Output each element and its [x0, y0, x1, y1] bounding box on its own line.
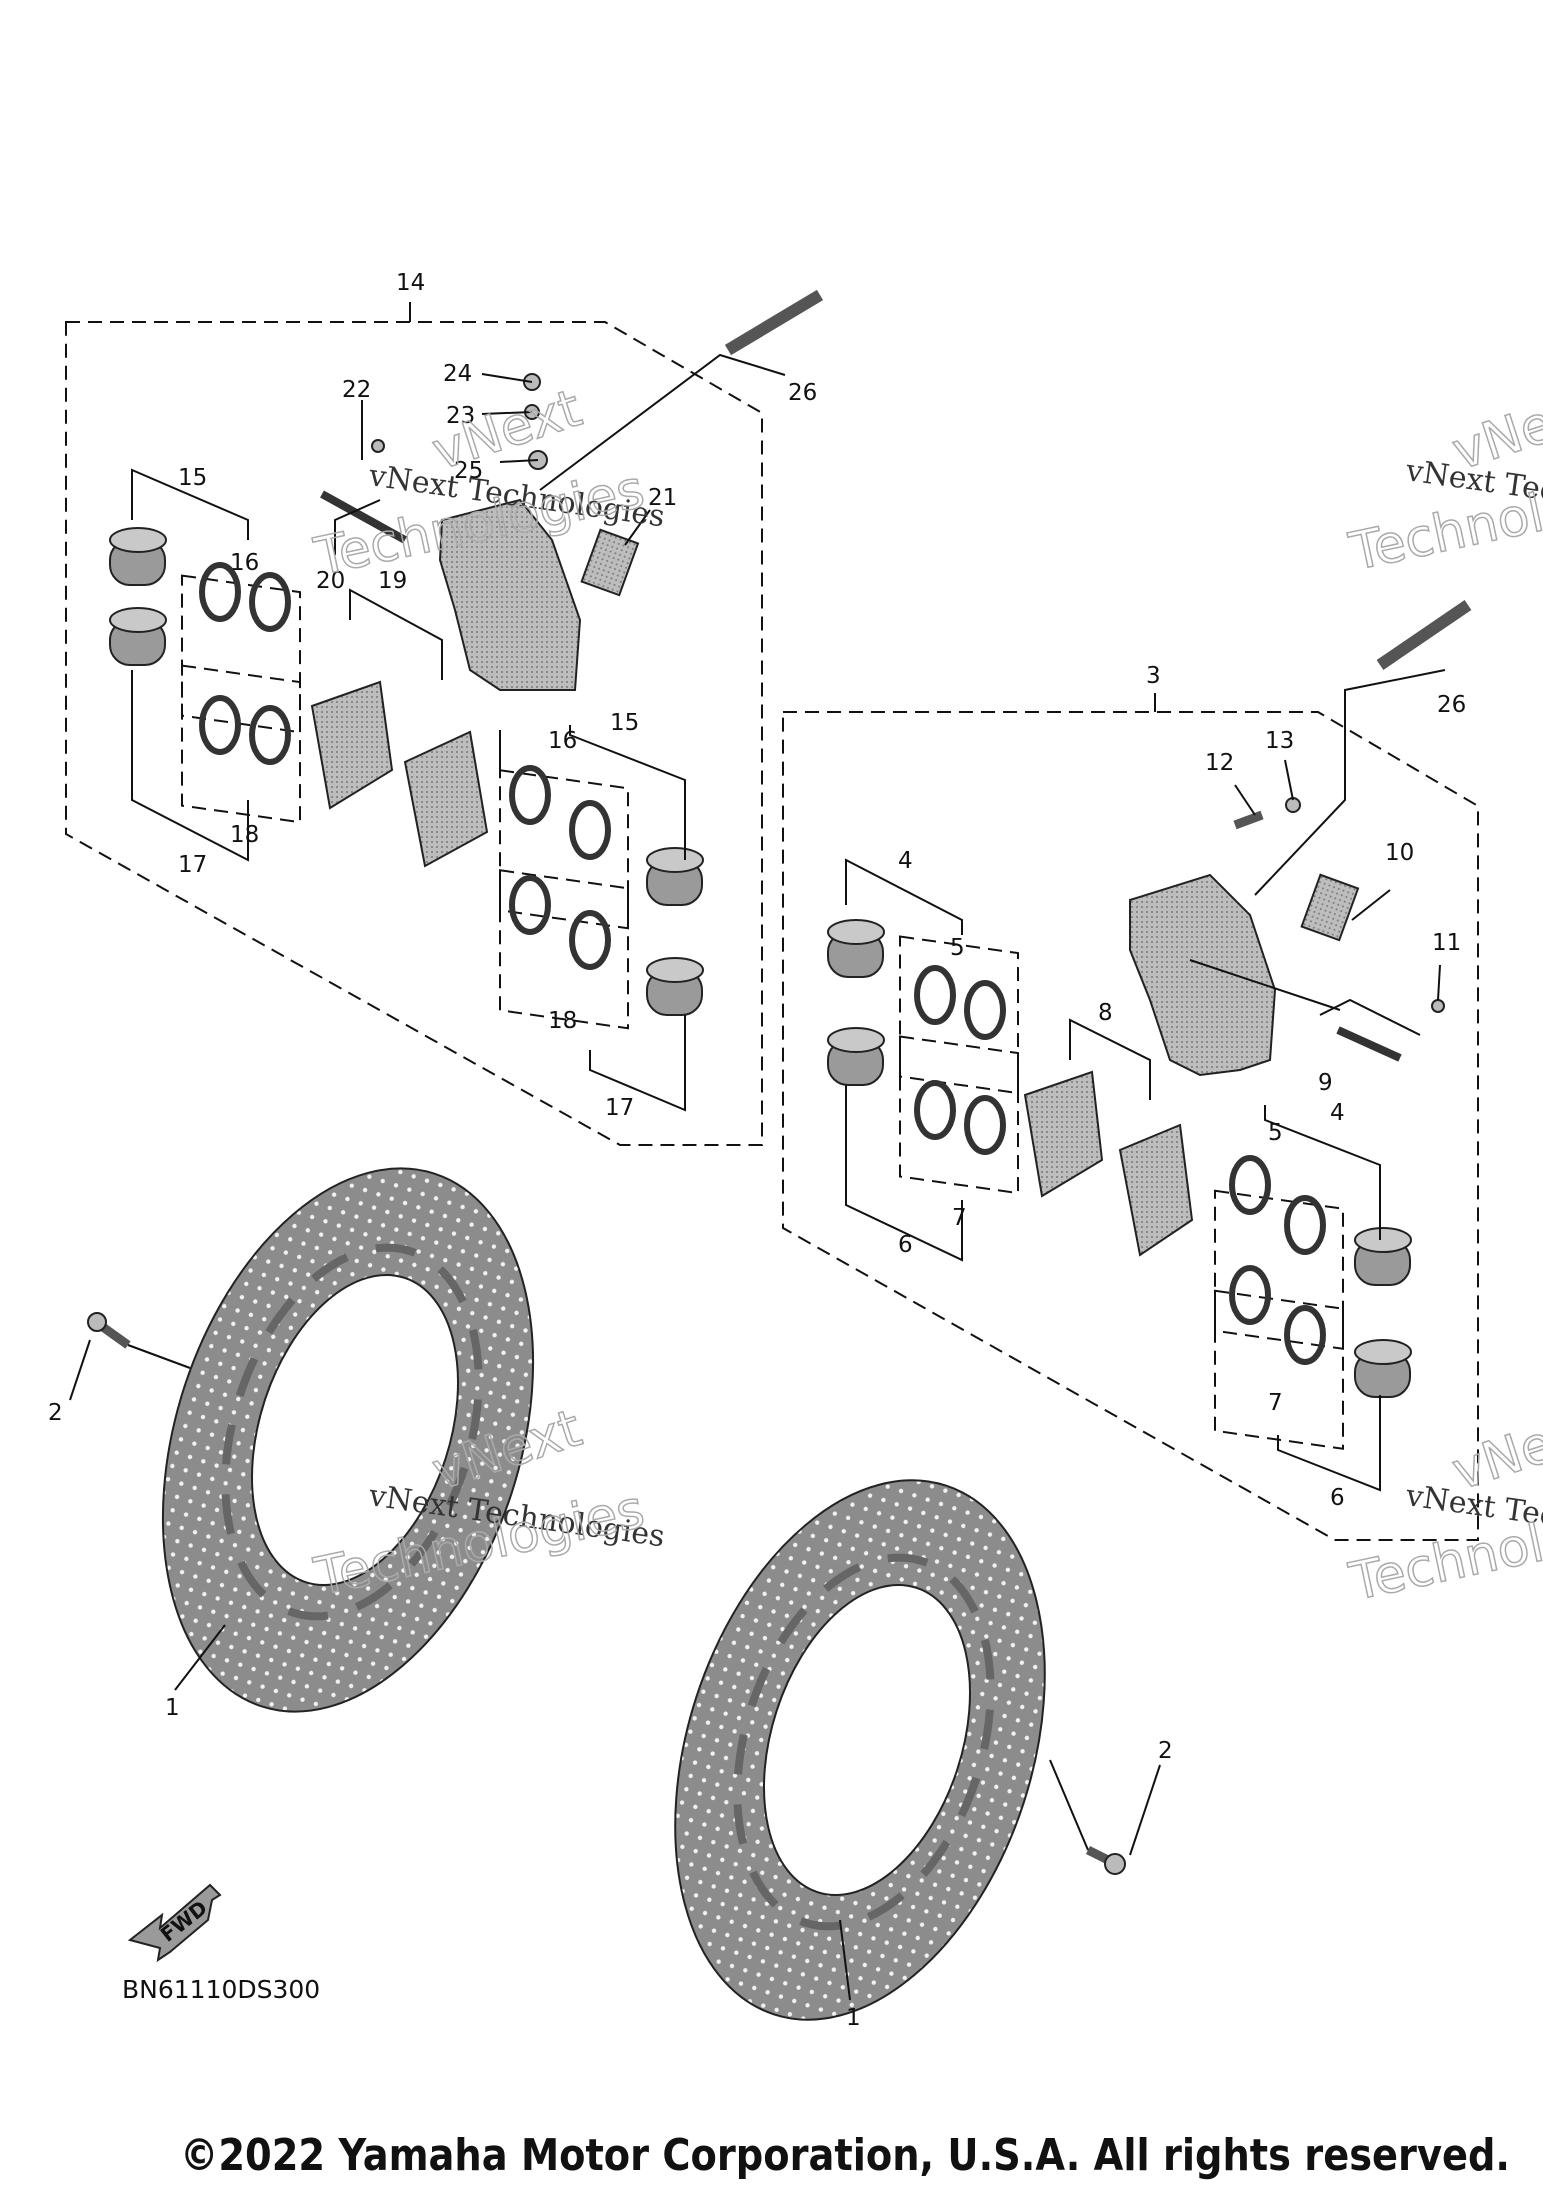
- seal-rings-right: [914, 965, 1006, 1155]
- callout-11: 11: [1432, 930, 1461, 956]
- callout-17a: 17: [178, 852, 207, 878]
- pad-spring-10: [1300, 873, 1360, 942]
- seal-box-18: [181, 664, 301, 824]
- callout-5a: 5: [950, 935, 965, 961]
- callout-15b: 15: [610, 710, 639, 736]
- seal-rings-right-b: [1229, 1155, 1326, 1365]
- bolt-26-left: [724, 289, 824, 356]
- callout-14: 14: [396, 270, 425, 296]
- diagram-code: BN61110DS300: [122, 1975, 320, 2004]
- seal-box-7: [899, 1035, 1019, 1195]
- brake-disc-right: [674, 1479, 1046, 2021]
- piston-right-top: [827, 919, 885, 978]
- callout-15a: 15: [178, 465, 207, 491]
- piston-right-r1: [1354, 1227, 1412, 1286]
- callout-16b: 16: [548, 728, 577, 754]
- piston-left-r2: [646, 957, 704, 1016]
- callout-7a: 7: [952, 1205, 967, 1231]
- callout-18a: 18: [230, 822, 259, 848]
- callout-22: 22: [342, 377, 371, 403]
- plug-13: [1285, 797, 1301, 813]
- group-frame-14: [65, 321, 763, 1146]
- disc-bolt-left: [87, 1312, 131, 1349]
- piston-left-r1: [646, 847, 704, 906]
- pin-9: [1336, 1026, 1402, 1062]
- callout-9: 9: [1318, 1070, 1333, 1096]
- watermark-outline-7: vNext: [1445, 1398, 1543, 1502]
- copyright-notice: ©2022 Yamaha Motor Corporation, U.S.A. A…: [180, 2130, 1510, 2181]
- watermark-outline-5: vNext: [1445, 378, 1543, 482]
- leader-lines: [69, 302, 1446, 2001]
- callout-13: 13: [1265, 728, 1294, 754]
- watermark-outline-1: vNext: [425, 378, 588, 482]
- brake-pad-8a: [1023, 1070, 1104, 1198]
- disc-bolt-right: [1085, 1845, 1126, 1875]
- callout-4a: 4: [898, 848, 913, 874]
- brake-pad-19a: [310, 680, 394, 810]
- callout-2a: 2: [48, 1400, 63, 1426]
- callout-25: 25: [454, 458, 483, 484]
- seal-box-5b: [1214, 1189, 1344, 1350]
- group-frame-3: [782, 711, 1479, 1541]
- callout-10: 10: [1385, 840, 1414, 866]
- callout-8: 8: [1098, 1000, 1113, 1026]
- callout-21: 21: [648, 485, 677, 511]
- caliper-body-left: [438, 498, 582, 691]
- callouts: 14 24 22 23 25 21 26 15 16 20 19 16 15 1…: [48, 270, 1466, 2031]
- callout-17b: 17: [605, 1095, 634, 1121]
- brake-pad-19b: [403, 730, 489, 868]
- pin-20: [320, 490, 407, 544]
- brake-pad-8b: [1118, 1123, 1194, 1257]
- seal-box-5: [899, 935, 1019, 1095]
- seal-box-16: [181, 574, 301, 734]
- piston-right-r2: [1354, 1339, 1412, 1398]
- callout-2b: 2: [1158, 1738, 1173, 1764]
- pad-spring-21: [580, 528, 640, 597]
- seal-rings-left: [199, 562, 291, 765]
- clip-22: [371, 439, 385, 453]
- callout-16a: 16: [230, 550, 259, 576]
- seal-box-16b: [499, 769, 629, 930]
- callout-5b: 5: [1268, 1120, 1283, 1146]
- callout-23: 23: [446, 403, 475, 429]
- callout-1a: 1: [165, 1695, 180, 1721]
- callout-18b: 18: [548, 1008, 577, 1034]
- seal-rings-left-b: [509, 765, 611, 970]
- fwd-arrow-icon: FWD: [127, 1883, 222, 1963]
- callout-7b: 7: [1268, 1390, 1283, 1416]
- pin-12: [1233, 810, 1264, 830]
- callout-12: 12: [1205, 750, 1234, 776]
- brake-disc-left: [161, 1167, 535, 1713]
- clip-11: [1431, 999, 1445, 1013]
- piston-left-bottom: [109, 607, 167, 666]
- callout-24: 24: [443, 361, 472, 387]
- piston-right-bottom: [827, 1027, 885, 1086]
- callout-3: 3: [1146, 663, 1161, 689]
- callout-26b: 26: [1437, 692, 1466, 718]
- caliper-body-right: [1129, 873, 1277, 1077]
- callout-4b: 4: [1330, 1100, 1345, 1126]
- callout-6b: 6: [1330, 1485, 1345, 1511]
- bolt-26-right: [1376, 600, 1472, 670]
- callout-6a: 6: [898, 1232, 913, 1258]
- callout-26a: 26: [788, 380, 817, 406]
- piston-left-top: [109, 527, 167, 586]
- callout-1b: 1: [846, 2005, 861, 2031]
- callout-19: 19: [378, 568, 407, 594]
- callout-20: 20: [316, 568, 345, 594]
- seal-box-18b: [499, 869, 629, 1030]
